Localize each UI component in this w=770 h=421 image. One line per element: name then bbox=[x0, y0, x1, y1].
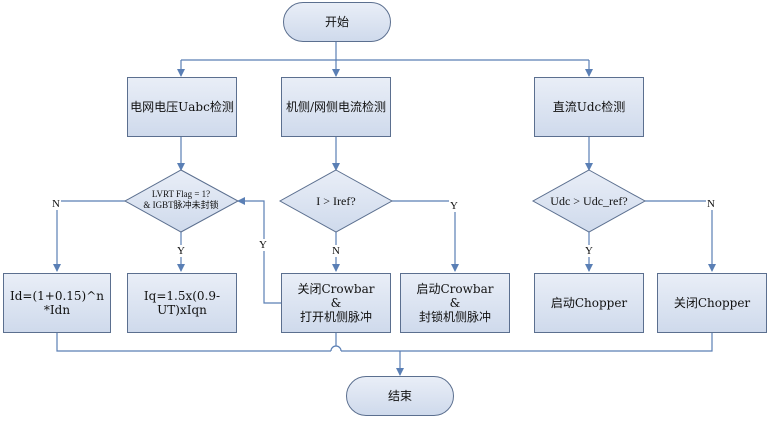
branch-label-y1: Y bbox=[176, 245, 186, 257]
decision-lvrt bbox=[123, 169, 240, 233]
start-crowbar-line3: 封锁机侧脉冲 bbox=[418, 310, 491, 324]
start-crowbar-line1: 启动Crowbar bbox=[416, 282, 494, 296]
end-label: 结束 bbox=[387, 389, 412, 403]
connector-bottom-right bbox=[400, 333, 713, 352]
udc-decision-label: Udc > Udc_ref? bbox=[550, 194, 628, 208]
current-detect-label: 机侧/网侧电流检测 bbox=[285, 100, 387, 114]
branch-label-n3: N bbox=[706, 198, 716, 210]
iq-equation-box: Iq=1.5x(0.9- UT)xIqn bbox=[127, 273, 237, 333]
start-chopper-label: 启动Chopper bbox=[550, 296, 628, 310]
branch-label-y2: Y bbox=[449, 200, 459, 212]
iref-decision-label: I > Iref? bbox=[316, 194, 356, 208]
close-crowbar-line1: 关闭Crowbar bbox=[297, 282, 375, 296]
decision-iref bbox=[278, 169, 394, 233]
dc-detect-box: 直流Udc检测 bbox=[534, 77, 644, 137]
connector-bottom-left bbox=[56, 333, 331, 352]
connector-lvrt-n bbox=[53, 200, 125, 272]
close-chopper-box: 关闭Chopper bbox=[657, 273, 767, 333]
start-crowbar-line2: & bbox=[449, 296, 461, 310]
start-crowbar-box: 启动Crowbar & 封锁机侧脉冲 bbox=[400, 273, 510, 333]
current-detect-box: 机侧/网侧电流检测 bbox=[281, 77, 391, 137]
start-node: 开始 bbox=[283, 2, 391, 42]
iq-equation-line1: Iq=1.5x(0.9- bbox=[143, 289, 221, 303]
branch-label-n2: N bbox=[331, 245, 341, 257]
start-label: 开始 bbox=[324, 15, 349, 29]
branch-label-n1: N bbox=[51, 198, 61, 210]
connector-iref-y bbox=[392, 200, 459, 272]
close-crowbar-box: 关闭Crowbar & 打开机侧脉冲 bbox=[281, 273, 391, 333]
grid-voltage-detect-label: 电网电压Uabc检测 bbox=[130, 100, 234, 114]
dc-detect-label: 直流Udc检测 bbox=[552, 100, 626, 114]
id-equation-label: Id=(1+0.15)^n *Idn bbox=[9, 289, 105, 317]
close-crowbar-line3: 打开机侧脉冲 bbox=[299, 310, 372, 324]
decision-udc bbox=[531, 169, 647, 233]
grid-voltage-detect-box: 电网电压Uabc检测 bbox=[127, 77, 237, 137]
close-chopper-label: 关闭Chopper bbox=[673, 296, 751, 310]
lvrt-decision-line2: & IGBT脉冲未封锁 bbox=[143, 200, 219, 210]
end-node: 结束 bbox=[346, 376, 454, 416]
lvrt-decision-line1: LVRT Flag = 1? bbox=[151, 189, 211, 199]
branch-label-y3: Y bbox=[584, 245, 594, 257]
udc-decision-text: Udc > Udc_ref? bbox=[539, 194, 639, 209]
iq-equation-line2: UT)xIqn bbox=[157, 303, 207, 317]
connector-udc-n bbox=[645, 200, 716, 272]
lvrt-decision-text: LVRT Flag = 1? & IGBT脉冲未封锁 bbox=[131, 189, 231, 211]
connector-feedback-y bbox=[237, 197, 281, 304]
iref-decision-text: I > Iref? bbox=[296, 194, 376, 209]
close-crowbar-line2: & bbox=[330, 296, 342, 310]
connector-bottom-hop bbox=[330, 345, 342, 352]
id-equation-box: Id=(1+0.15)^n *Idn bbox=[3, 273, 111, 333]
branch-label-feedback: Y bbox=[258, 239, 268, 251]
start-chopper-box: 启动Chopper bbox=[534, 273, 644, 333]
